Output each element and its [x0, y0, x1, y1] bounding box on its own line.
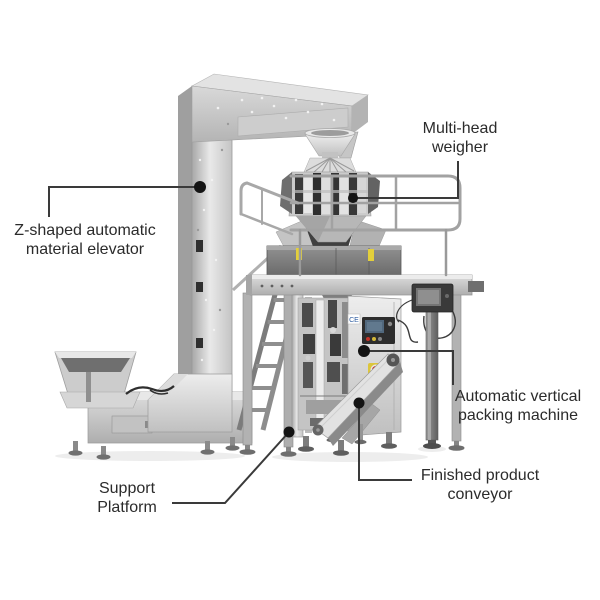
callout-dot: [283, 426, 295, 438]
callouts: [48, 161, 459, 504]
finished-product-conveyor: [312, 353, 403, 446]
feed-hopper: [54, 351, 141, 409]
warning-sticker: [368, 249, 374, 261]
conveyor-belt: [313, 353, 401, 439]
callout-dot: [194, 181, 206, 193]
platform-guardrail: [239, 174, 462, 277]
platform-feet: [239, 441, 465, 457]
power-cable: [125, 385, 175, 395]
label-packing-machine: Automatic vertical packing machine: [454, 388, 582, 425]
label-finished-conveyor: Finished product conveyor: [420, 467, 540, 504]
machine-feet: [298, 432, 397, 456]
callout-z-elevator: [48, 181, 206, 217]
label-support-platform: Support Platform: [97, 480, 157, 517]
rivets-dark: [196, 122, 230, 312]
ce-mark-label: [347, 313, 361, 325]
control-panel: [362, 317, 395, 344]
multi-head-weigher: [280, 128, 380, 243]
red-button: [366, 337, 370, 341]
hmi-monitor-pole: [396, 283, 456, 449]
monitor-cable: [397, 319, 419, 343]
callout-finished-conveyor: [353, 397, 412, 481]
rivets: [198, 96, 336, 397]
label-z-elevator: Z-shaped automatic material elevator: [14, 222, 156, 259]
callout-support-platform: [172, 426, 295, 504]
label-multi-head-weigher: Multi-head weigher: [422, 120, 498, 157]
yellow-button: [372, 337, 376, 341]
z-shaped-elevator: [54, 73, 369, 460]
weigher-stand-box: [266, 245, 402, 278]
callout-dot: [358, 345, 370, 357]
callout-multi-head-weigher: [348, 161, 459, 203]
feeder-feet: [68, 437, 240, 460]
callout-dot: [353, 397, 365, 409]
callout-packing-machine: [358, 345, 454, 385]
callout-dot: [348, 193, 358, 203]
ce-mark-text: CE: [349, 317, 359, 324]
